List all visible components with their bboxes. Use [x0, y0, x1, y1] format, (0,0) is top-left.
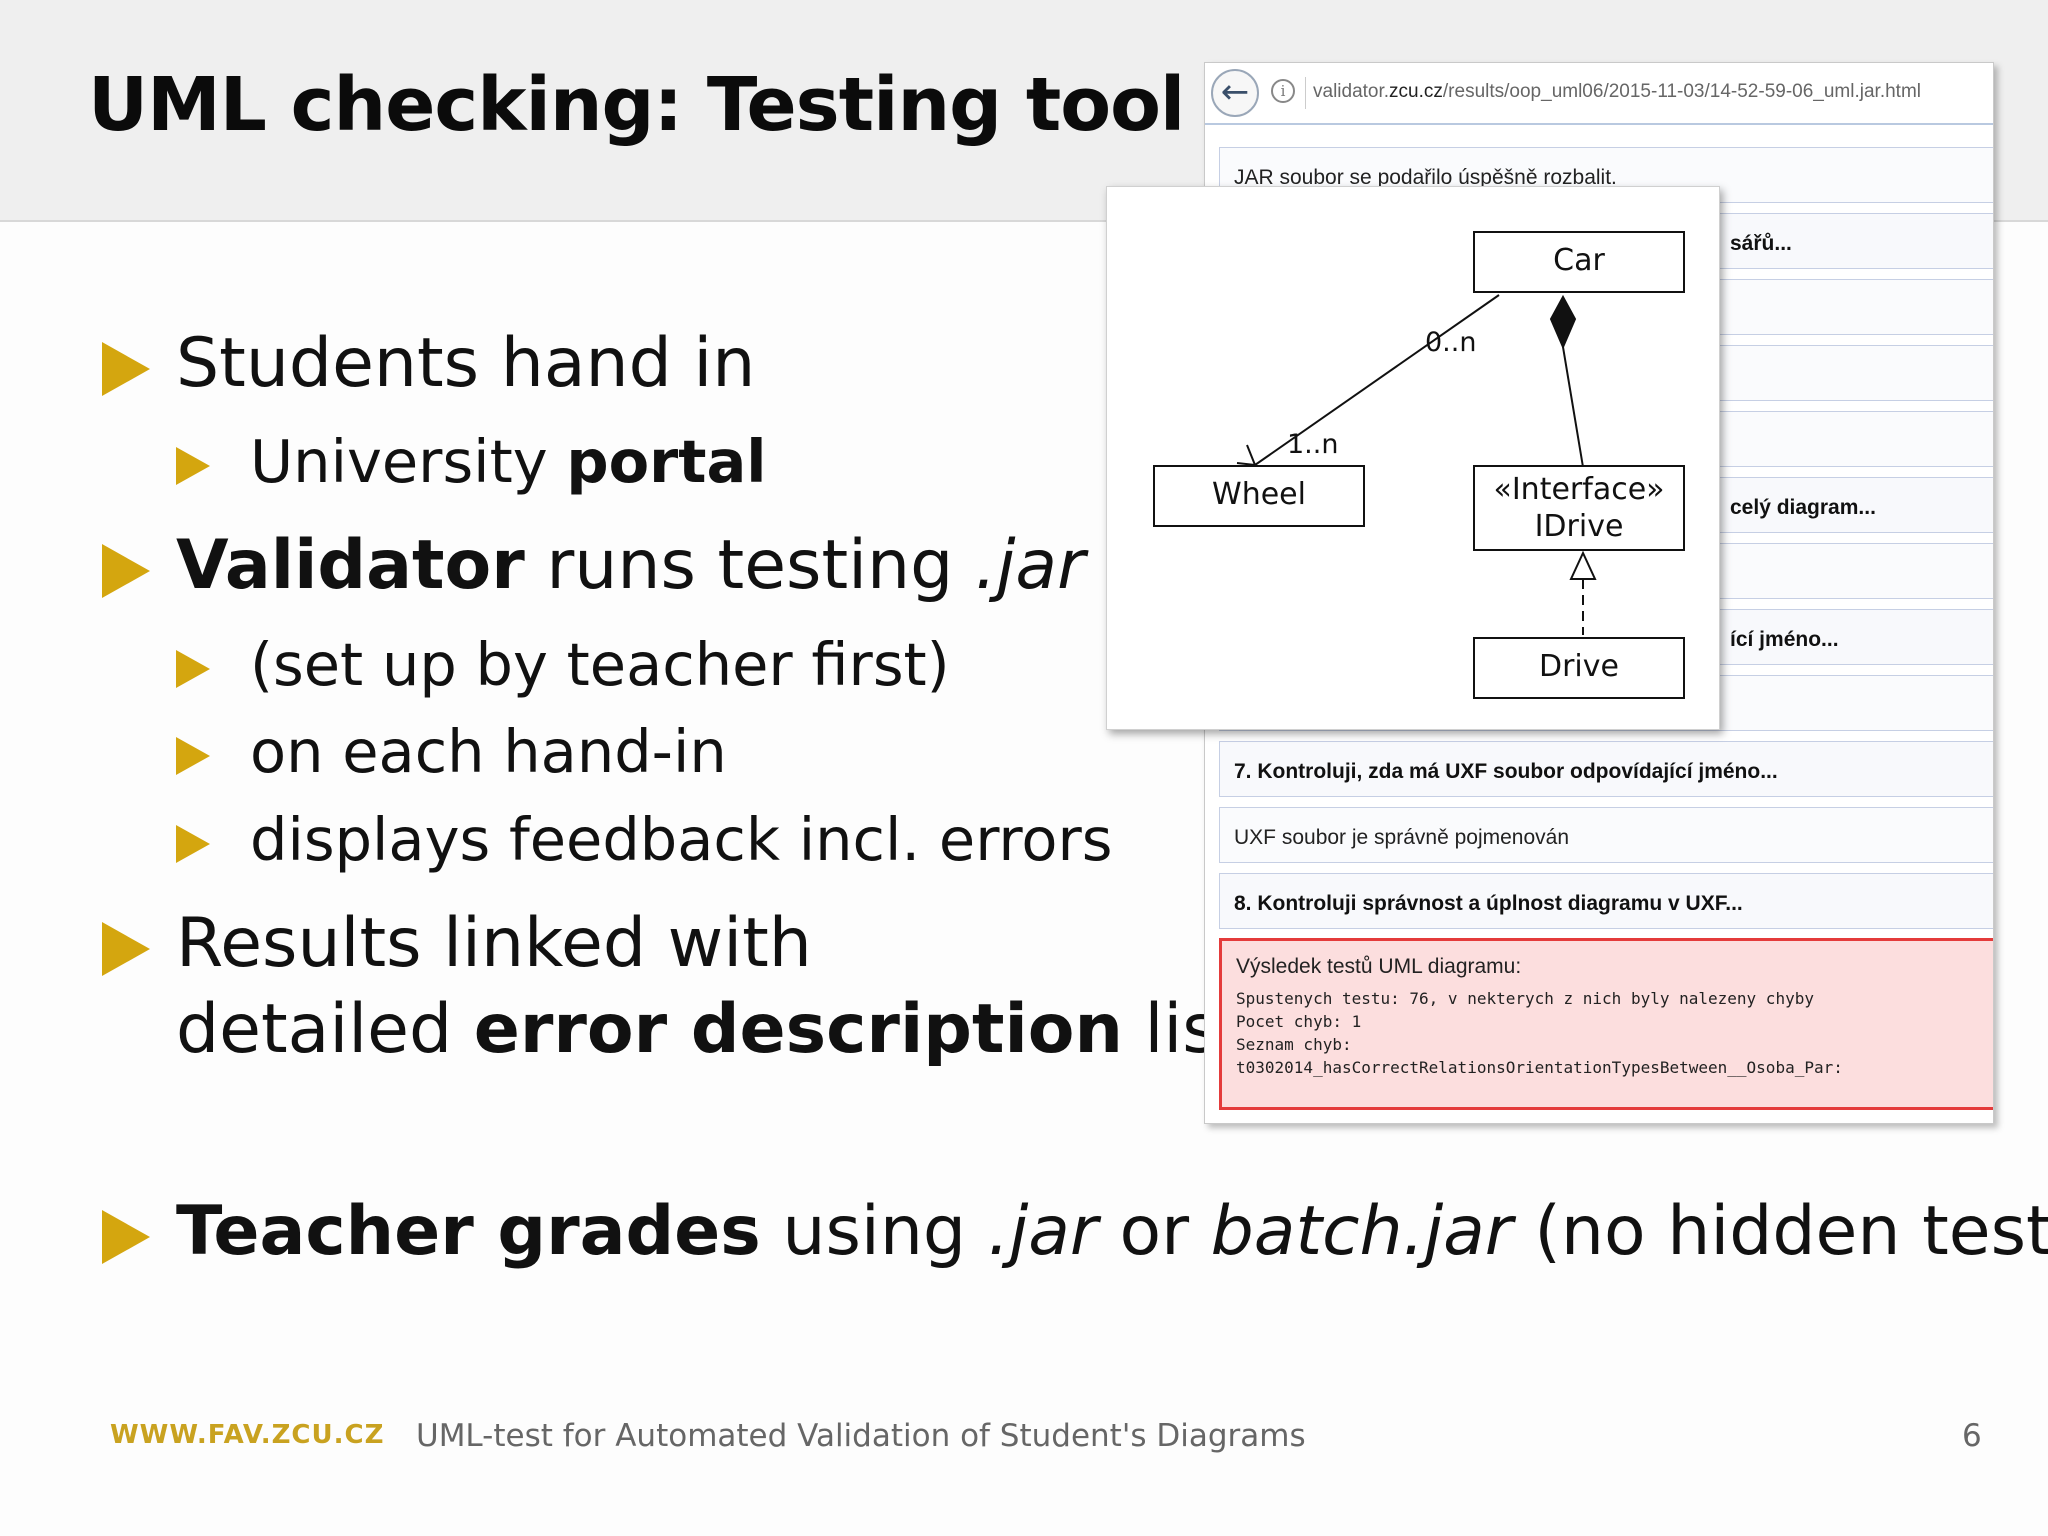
url-prefix: validator.	[1313, 81, 1390, 102]
info-icon[interactable]: i	[1271, 79, 1295, 103]
uml-diagram: Car Wheel «Interface» IDrive Drive 0..n …	[1106, 186, 1720, 730]
result-line: Spustenych testu: 76, v nekterych z nich…	[1236, 989, 1814, 1008]
bullet-students-hand-in: Students hand in	[176, 324, 756, 403]
sub-bullet-triangle-icon	[176, 825, 210, 863]
result-row-uxf-named: UXF soubor je správně pojmenován	[1219, 807, 1993, 863]
bullet-text: detailed	[176, 990, 474, 1069]
url-domain: zcu.cz	[1389, 81, 1443, 102]
association-line	[1254, 294, 1500, 466]
bullet-text: (no hidden tests)	[1534, 1192, 2048, 1271]
bullet-triangle-icon	[102, 922, 150, 976]
page-number: 6	[1962, 1418, 1982, 1454]
result-row-check-8: 8. Kontroluji správnost a úplnost diagra…	[1219, 873, 1993, 929]
address-separator	[1305, 77, 1306, 109]
bullet-text: University	[250, 427, 567, 496]
composition-diamond	[1549, 294, 1577, 350]
address-bar: ← i validator.zcu.cz/results/oop_uml06/2…	[1205, 63, 1993, 125]
bullet-triangle-icon	[102, 544, 150, 598]
bullet-set-up-by-teacher: (set up by teacher first)	[250, 630, 950, 699]
sub-bullet-triangle-icon	[176, 447, 210, 485]
composition-line	[1562, 346, 1584, 468]
result-row-check-7: 7. Kontroluji, zda má UXF soubor odpovíd…	[1219, 741, 1993, 797]
multiplicity-car-end: 0..n	[1425, 327, 1477, 358]
bullet-results-linked-line2: detailed error description list	[176, 990, 1244, 1069]
bullet-teacher-grades: Teacher grades using .jar or batch.jar (…	[176, 1192, 2048, 1271]
bullet-text: or	[1097, 1192, 1211, 1271]
bullet-bold-text: Teacher grades	[176, 1192, 761, 1271]
multiplicity-wheel-end: 1..n	[1287, 429, 1339, 460]
uml-class-wheel: Wheel	[1153, 465, 1365, 527]
bullet-triangle-icon	[102, 342, 150, 396]
bullet-bold-text: Validator	[176, 526, 525, 605]
uml-stereotype: «Interface»	[1493, 472, 1665, 507]
uml-interface-name: IDrive	[1534, 509, 1624, 544]
bullet-results-linked: Results linked with	[176, 904, 812, 983]
footer-title: UML-test for Automated Validation of Stu…	[416, 1418, 1306, 1454]
bullet-validator: Validator runs testing .jar	[176, 526, 1085, 605]
result-title: Výsledek testů UML diagramu:	[1236, 955, 1522, 978]
url-text[interactable]: validator.zcu.cz/results/oop_uml06/2015-…	[1313, 81, 1921, 103]
uml-interface-idrive: «Interface» IDrive	[1473, 465, 1685, 551]
footer-site-link[interactable]: WWW.FAV.ZCU.CZ	[110, 1420, 385, 1450]
sub-bullet-triangle-icon	[176, 737, 210, 775]
url-path: /results/oop_uml06/2015-11-03/14-52-59-0…	[1442, 81, 1921, 102]
bullet-bold-text: portal	[566, 427, 767, 496]
error-result-box: Výsledek testů UML diagramu: Spustenych …	[1219, 938, 1993, 1110]
bullet-each-hand-in: on each hand-in	[250, 717, 727, 786]
bullet-bold-text: error description	[473, 990, 1123, 1069]
bullet-italic-text: .jar	[974, 526, 1086, 605]
back-arrow-icon[interactable]: ←	[1211, 69, 1259, 117]
slide-title: UML checking: Testing tool use	[88, 62, 1354, 148]
bullet-text: using	[760, 1192, 988, 1271]
bullet-university-portal: University portal	[250, 427, 767, 496]
result-line: t0302014_hasCorrectRelationsOrientationT…	[1236, 1058, 1843, 1077]
result-line: Seznam chyb:	[1236, 1035, 1352, 1054]
realization-triangle	[1569, 550, 1597, 580]
bullet-italic-text: .jar	[987, 1192, 1098, 1271]
sub-bullet-triangle-icon	[176, 650, 210, 688]
bullet-italic-text: batch.jar	[1210, 1192, 1513, 1271]
uml-class-drive: Drive	[1473, 637, 1685, 699]
bullet-displays-feedback: displays feedback incl. errors	[250, 805, 1113, 874]
bullet-triangle-icon	[102, 1210, 150, 1264]
uml-class-car: Car	[1473, 231, 1685, 293]
association-arrowhead	[1236, 444, 1257, 467]
result-line: Pocet chyb: 1	[1236, 1012, 1362, 1031]
bullet-text: runs testing	[524, 526, 975, 605]
